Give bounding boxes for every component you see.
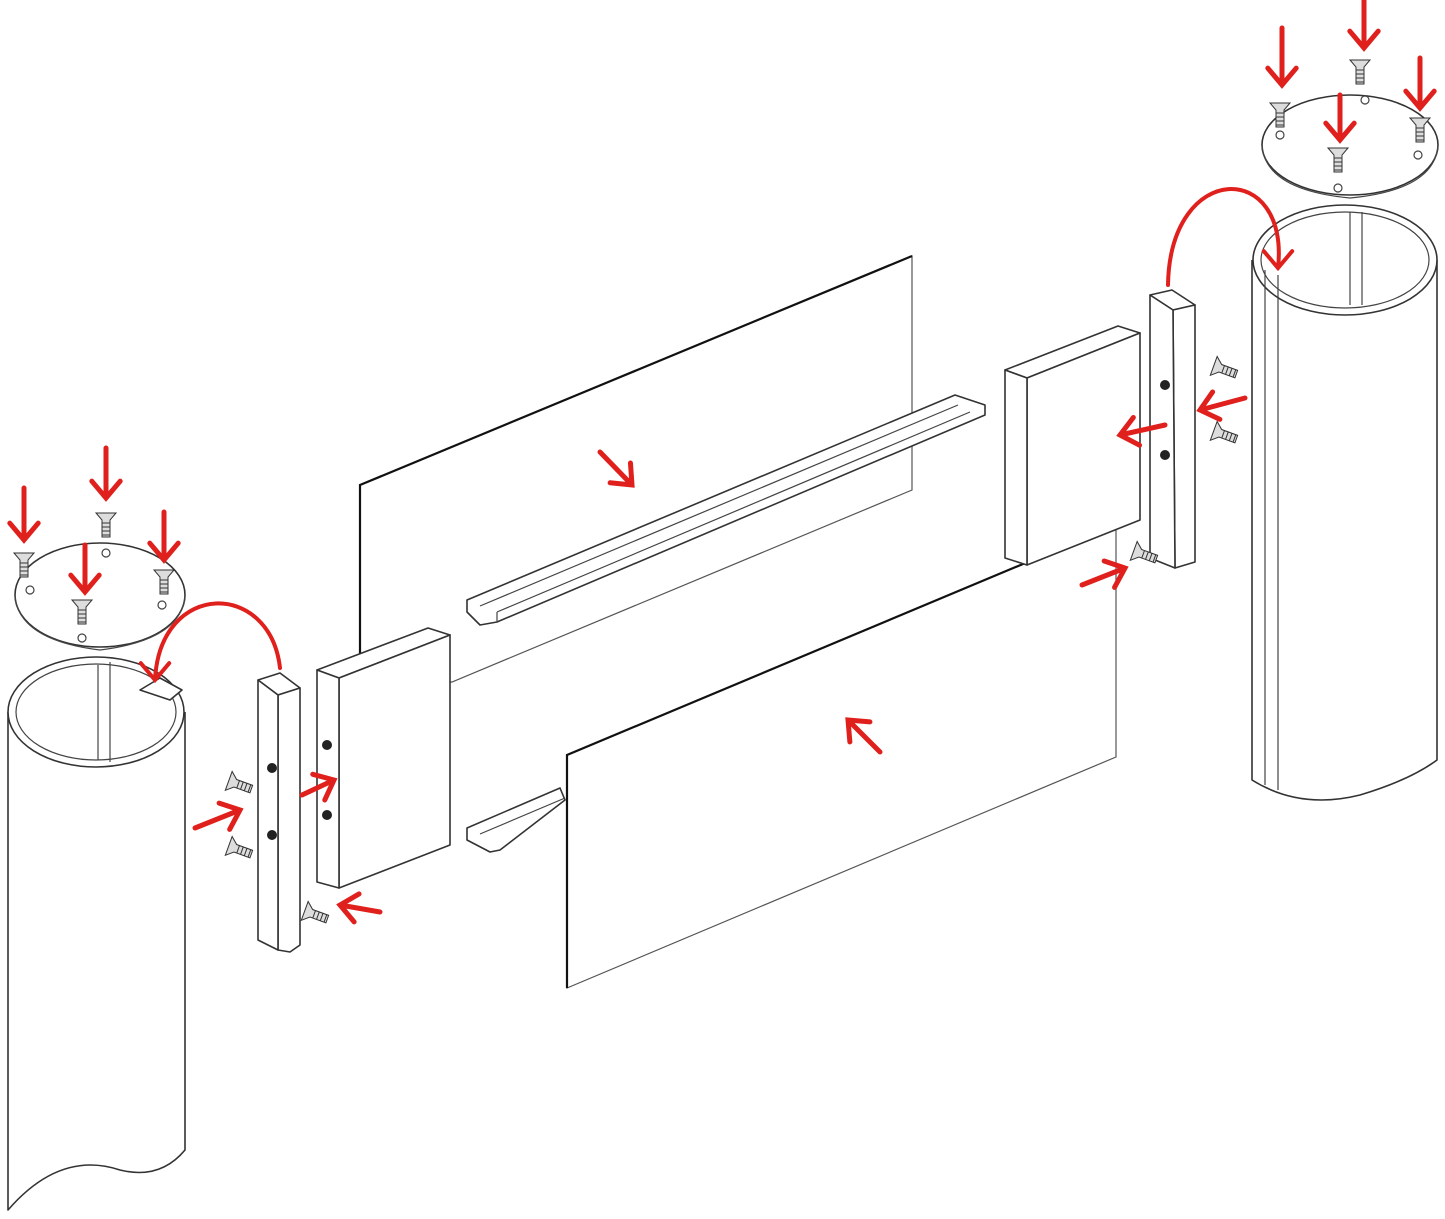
red-arrow-icon [597,449,635,488]
screw-icon [152,569,176,595]
screw-icon [94,512,118,538]
screw-icon [1268,102,1292,128]
red-arrow-icon [1265,25,1299,89]
right-post [1251,204,1438,801]
red-arrow-icon [68,542,102,596]
left-post [7,656,186,1211]
left-end-block [316,627,451,889]
right-end-block [1004,325,1141,566]
screw-icon [224,835,254,859]
red-arrow-icon [1196,389,1248,422]
top-rail [466,394,986,626]
red-arrow-icon [1079,558,1129,590]
red-arrow-icon [845,717,883,755]
right-mounting-strip [1149,289,1196,569]
red-arrow-icon [89,445,123,502]
left-mounting-strip [257,672,301,953]
red-arrow-icon [7,485,41,544]
screw-icon [1209,355,1239,379]
screw-icon [1408,117,1432,143]
screw-icon [1326,147,1350,173]
screw-icon [1209,420,1239,444]
screw-icon [224,770,254,794]
right-cap-plate [1261,94,1439,199]
red-arrow-icon [147,509,181,564]
red-arrow-icon [192,800,244,832]
red-curved-arrow-icon [1166,187,1295,287]
screw-icon [1129,540,1159,564]
red-arrow-icon [1403,55,1437,112]
bottom-rail [466,787,566,853]
left-cap-plate [14,542,186,651]
front-glass-panel [565,523,1117,989]
screw-icon [70,599,94,625]
red-arrow-icon [1323,92,1357,144]
red-arrow-icon [1116,415,1168,448]
red-arrow-icon [336,891,383,925]
screw-icon [1348,59,1372,85]
screw-icon [300,900,330,924]
red-arrow-icon [1347,0,1381,52]
red-arrow-icon [299,771,338,803]
screw-icon [12,552,36,578]
red-curved-arrow-icon [138,601,282,684]
